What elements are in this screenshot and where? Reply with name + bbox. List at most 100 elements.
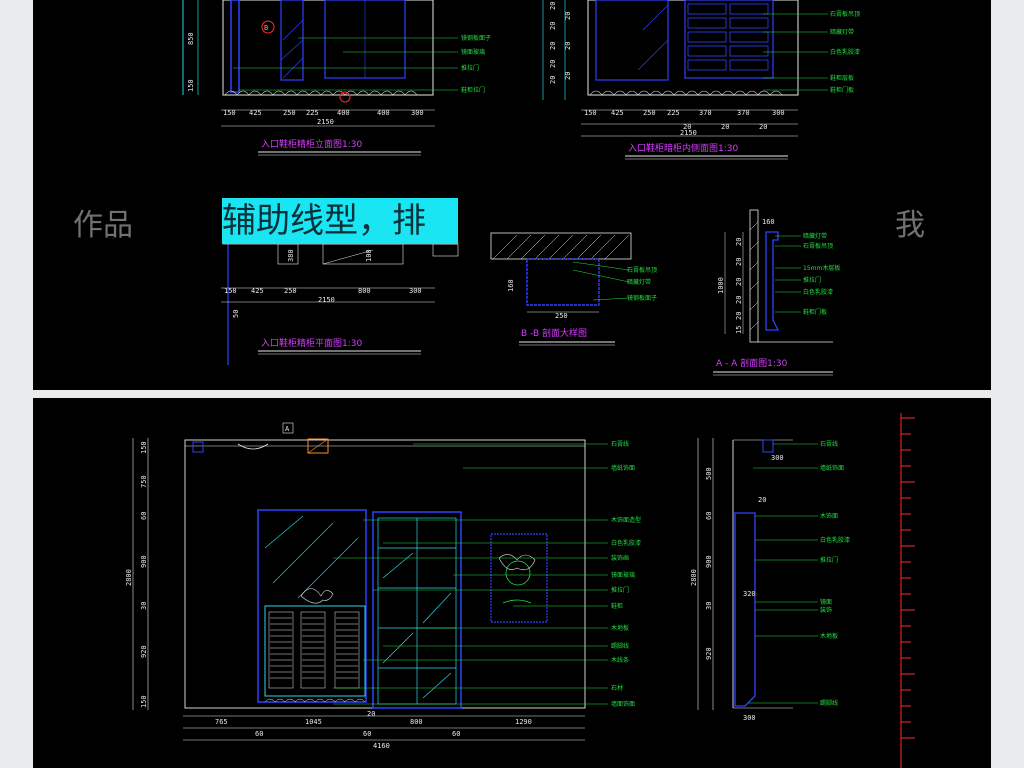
dim-4: 225: [306, 109, 319, 117]
sec-note-2: 石膏板吊顶: [803, 242, 833, 250]
marker-b: B: [264, 24, 268, 32]
sec-top-dim: 160: [762, 218, 775, 226]
top-drawing-sheet: B 镜钢板面子 镜面玻璃 推拉门 鞋柜拉门 850 150 150 425 25…: [33, 0, 991, 390]
el-vdim-6: 920: [140, 645, 148, 658]
dim-2: 425: [249, 109, 262, 117]
vdim-6: 20: [564, 12, 572, 20]
dim-1: 150: [223, 109, 236, 117]
sec-note-3: 15mm木层板: [803, 264, 840, 272]
front-elevation: B 镜钢板面子 镜面玻璃 推拉门 鞋柜拉门 850 150 150 425 25…: [182, 0, 491, 156]
sdim-3: 250: [643, 109, 656, 117]
ss-vdim-2: 60: [705, 512, 713, 520]
bottom-drawing-svg: 150 750 60 900 30 920 150 2800 A: [125, 413, 915, 768]
sec-vdim-3: 20: [735, 278, 743, 286]
ss-total-height: 2800: [690, 569, 698, 586]
pdim-5: 300: [409, 287, 422, 295]
ss-top-dim: 300: [771, 454, 784, 462]
el-vdim-5: 30: [140, 602, 148, 610]
vdim-3: 20: [549, 42, 557, 50]
sdim-1: 150: [584, 109, 597, 117]
dim-total: 2150: [317, 118, 334, 126]
sec-total: 1000: [717, 277, 725, 294]
el-note-9: 木地板: [611, 624, 629, 632]
ss-vdim-3: 900: [705, 555, 713, 568]
tooltip-banner-text: 辅助线型，排: [222, 202, 426, 240]
pdim-1: 150: [224, 287, 237, 295]
el-mid-1: 20: [367, 710, 375, 718]
ss-note-7: 装饰: [820, 606, 832, 614]
side-note-3: 白色乳胶漆: [830, 48, 860, 56]
vdim-2: 20: [549, 22, 557, 30]
el-note-11: 木线条: [611, 656, 629, 664]
el-bdim-3: 800: [410, 718, 423, 726]
side-total: 2150: [680, 129, 697, 137]
pdim-4: 800: [358, 287, 371, 295]
side-elevation: 20 20 20 20 20 20 20 20 石膏板吊顶 暗藏灯带 白色乳胶漆…: [542, 0, 860, 160]
detail-b-title: B -B 剖面大样图: [521, 327, 587, 339]
sdim-5: 370: [699, 109, 712, 117]
dim-3: 250: [283, 109, 296, 117]
el-vdim-3: 60: [140, 512, 148, 520]
side-note-4: 鞋柜层板: [830, 74, 854, 82]
el-note-1: 石膏线: [611, 440, 629, 448]
ss-note-4: 白色乳胶漆: [820, 536, 850, 544]
red-ruler: [900, 413, 915, 768]
el-note-5: 装饰画: [611, 554, 629, 562]
side-elevation-title: 入口鞋柜暗柜内侧面图1:30: [628, 142, 738, 154]
el-bdim-1: 765: [215, 718, 228, 726]
sec-note-5: 白色乳胶漆: [803, 288, 833, 296]
el-bdim-4: 1290: [515, 718, 532, 726]
detail-note-1: 石膏板吊顶: [627, 266, 657, 274]
front-elevation-title: 入口鞋柜精柜立面图1:30: [261, 138, 362, 150]
main-elevation: 150 750 60 900 30 920 150 2800 A: [125, 422, 641, 750]
height-dim-2: 150: [187, 79, 195, 92]
vdim-4: 20: [549, 60, 557, 68]
sec-note-1: 暗藏灯带: [803, 232, 827, 240]
el-note-12: 石材: [611, 684, 623, 692]
detail-height: 160: [507, 279, 515, 292]
el-note-6: 镜面玻璃: [611, 571, 635, 579]
ss-note-6: 镜面: [820, 598, 832, 606]
ss-note-3: 木饰面: [820, 512, 838, 520]
section-a-title: A - A 剖面图1:30: [716, 357, 788, 369]
ss-mid-1: 20: [758, 496, 766, 504]
side-note-1: 石膏板吊顶: [830, 10, 860, 18]
ss-note-9: 踢脚线: [820, 699, 838, 707]
dim-5: 400: [337, 109, 350, 117]
ssub-3: 20: [759, 123, 767, 131]
sec-note-6: 鞋柜门板: [803, 308, 827, 316]
el-note-10: 踢脚线: [611, 642, 629, 650]
side-section: 500 60 900 30 920 2800 300 20 320 300 石膏…: [690, 438, 850, 722]
detail-note-2: 暗藏灯带: [627, 278, 651, 286]
sdim-6: 370: [737, 109, 750, 117]
watermark-left: 作品: [73, 208, 133, 243]
el-note-7: 推拉门: [611, 586, 629, 594]
el-note-13: 墙面饰面: [611, 700, 635, 708]
plan-total: 2150: [318, 296, 335, 304]
sec-vdim-5: 20: [735, 312, 743, 320]
vdim-1: 20: [549, 2, 557, 10]
section-a: 20 20 20 20 20 15 1000 160 暗藏灯带 石膏板吊顶 15…: [713, 209, 840, 376]
ss-mid-2: 320: [743, 590, 756, 598]
sec-note-4: 推拉门: [803, 276, 821, 284]
pdim-3: 250: [284, 287, 297, 295]
sdim-7: 300: [772, 109, 785, 117]
el-note-8: 鞋柜: [611, 602, 623, 610]
note-4: 鞋柜拉门: [461, 86, 485, 94]
el-sub-2: 60: [363, 730, 371, 738]
detail-note-3: 镜钢板面子: [627, 294, 657, 302]
detail-b: 石膏板吊顶 暗藏灯带 镜钢板面子 160 250 B -B 剖面大样图: [490, 232, 657, 346]
sec-vdim-2: 20: [735, 258, 743, 266]
ss-bottom-dim: 300: [743, 714, 756, 722]
sdim-4: 225: [667, 109, 680, 117]
ssub-1: 20: [683, 123, 691, 131]
el-sub-3: 60: [452, 730, 460, 738]
side-note-5: 鞋柜门板: [830, 86, 854, 94]
detail-width: 250: [555, 312, 568, 320]
el-total-height: 2800: [125, 569, 133, 586]
sec-vdim-4: 20: [735, 296, 743, 304]
ssub-2: 20: [721, 123, 729, 131]
el-bdim-2: 1045: [305, 718, 322, 726]
watermark-right: 我: [895, 208, 925, 243]
plan-title: 入口鞋柜精柜平面图1:30: [261, 337, 362, 349]
